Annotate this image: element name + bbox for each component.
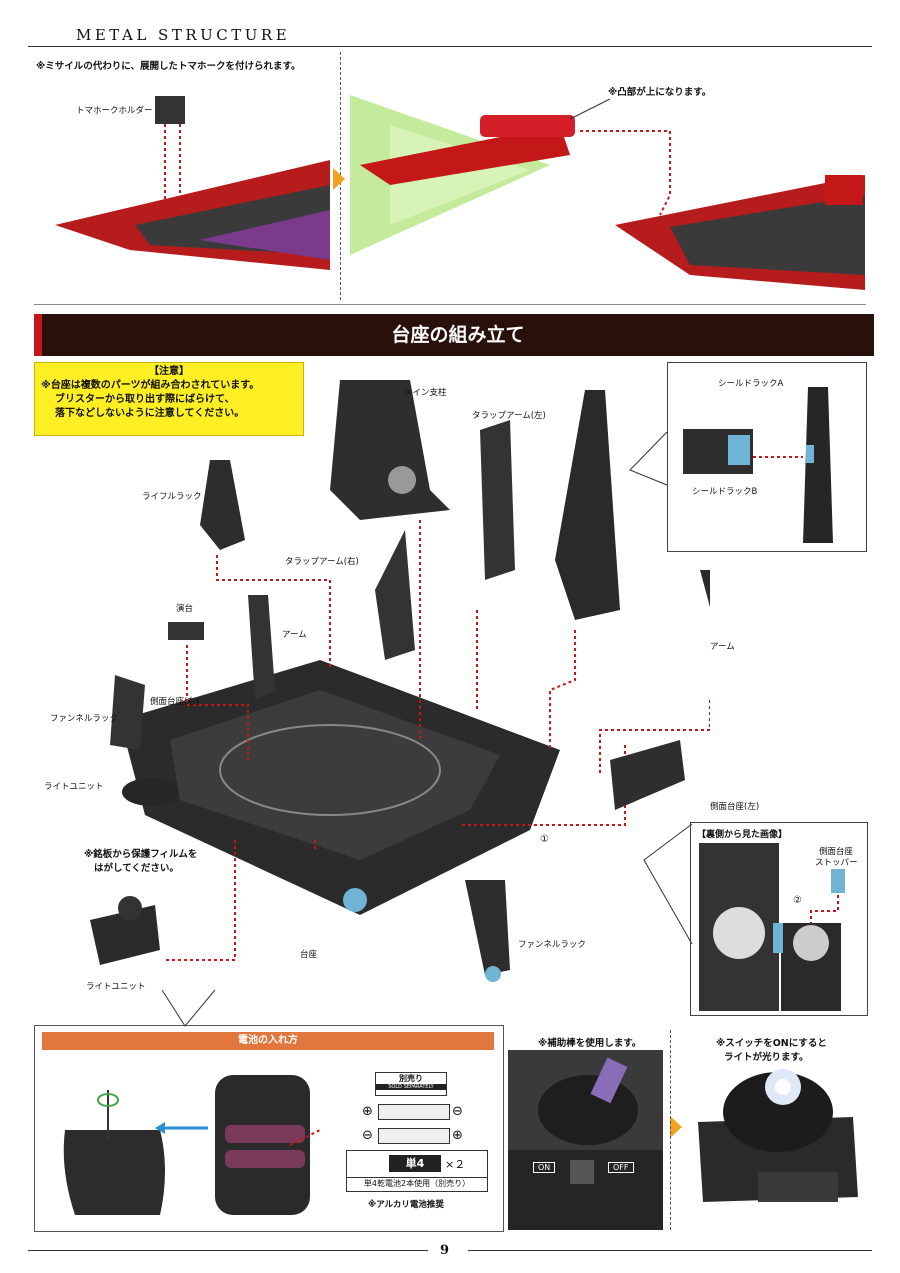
battery-section xyxy=(34,1025,504,1232)
funnel-rack-left-label: ファンネルラック xyxy=(50,714,118,724)
funnel-rack-bottom-shape xyxy=(465,880,510,975)
rifle-rack-label: ライフルラック xyxy=(142,492,202,502)
inset-pointer xyxy=(629,431,668,486)
shield-rack-a-label: シールドラックA xyxy=(718,379,784,389)
trap-arm-right-shape xyxy=(375,530,415,660)
header-rule xyxy=(28,46,872,47)
battery1-plus: ⊕ xyxy=(362,1104,373,1119)
side-base-right-label: 側面台座(右) xyxy=(150,697,200,707)
helper-note: ※補助棒を使用します。 xyxy=(538,1038,642,1049)
step-1-marker: ① xyxy=(540,834,549,845)
back-view-inset: 【裏側から見た画像】 側面台座 ストッパー ② xyxy=(690,822,868,1016)
back-view-title: 【裏側から見た画像】 xyxy=(697,830,788,840)
warning-heading: 【注意】 xyxy=(149,366,189,377)
section-title: 台座の組み立て xyxy=(34,314,874,356)
battery2-minus: ⊖ xyxy=(362,1128,373,1143)
missile-note: ※ミサイルの代わりに、展開したトマホークを付けられます。 xyxy=(36,61,301,72)
arm-small-shape xyxy=(248,595,275,700)
switch-on-label: ON xyxy=(533,1162,556,1173)
light-unit-bottom-shape xyxy=(90,905,160,965)
light-note-line-1: ※スイッチをONにすると xyxy=(716,1038,827,1049)
assembly-diagram xyxy=(90,380,626,982)
light-note-line-2: ライトが光ります。 xyxy=(724,1052,809,1063)
rifle-rack-shape xyxy=(200,460,245,550)
sold-separately-jp: 別売り xyxy=(399,1074,423,1083)
film-note-line-2: はがしてください。 xyxy=(94,863,179,874)
funnel-rack-bottom-label: ファンネルラック xyxy=(518,940,586,950)
switch-divider xyxy=(670,1030,671,1230)
light-unit-top-label: ライトユニット xyxy=(44,782,104,792)
warning-line-3: 落下などしないように注意してください。 xyxy=(55,408,245,419)
podium-label: 演台 xyxy=(176,604,194,614)
arm-label-left: アーム xyxy=(282,630,307,640)
shield-rack-illustration xyxy=(683,387,833,543)
back-view-pointer xyxy=(643,823,693,945)
shield-rack-inset: シールドラックA シールドラックB xyxy=(667,362,867,552)
battery-type: 単4 xyxy=(389,1155,441,1172)
battery-count: ×２ xyxy=(445,1158,466,1171)
battery1-minus: ⊖ xyxy=(452,1104,463,1119)
missile-photo-left xyxy=(55,96,330,270)
page-number: 9 xyxy=(440,1243,450,1258)
brand-title: METAL STRUCTURE xyxy=(76,26,291,44)
battery-usage: 単4乾電池2本使用（別売り） xyxy=(346,1176,488,1192)
warning-line-1: ※台座は複数のパーツが組み合わされています。 xyxy=(41,380,260,391)
step-arrow-icon-2 xyxy=(670,1116,682,1138)
main-pillar-label: メイン支柱 xyxy=(404,388,447,398)
battery-recommend: ※アルカリ電池推奨 xyxy=(368,1200,444,1210)
stopper-label-2: ストッパー xyxy=(815,858,858,868)
side-base-left-label: 側面台座(左) xyxy=(710,802,760,812)
main-pillar-shape xyxy=(330,380,450,520)
step-2-marker: ② xyxy=(793,895,802,906)
shield-rack-b-label: シールドラックB xyxy=(692,487,758,497)
switch-off-label: OFF xyxy=(608,1162,634,1173)
warning-line-2: ブリスターから取り出す際にばらけて、 xyxy=(55,394,235,405)
battery2-plus: ⊕ xyxy=(452,1128,463,1143)
battery-type-box: 単4 ×２ xyxy=(346,1150,488,1178)
battery-cell-2 xyxy=(378,1128,450,1144)
sold-separately-tag: 別売り SOLD SEPARATELY xyxy=(375,1072,447,1096)
side-base-left-diagram xyxy=(599,570,710,810)
stopper-label-1: 側面台座 xyxy=(819,847,854,857)
tomahawk-photo xyxy=(350,95,575,255)
light-unit-bottom-label: ライトユニット xyxy=(86,982,146,992)
tomahawk-holder-label: トマホークホルダー xyxy=(76,106,153,116)
footer-rule-left xyxy=(28,1250,428,1251)
trap-arm-right-label: タラップアーム(右) xyxy=(285,557,359,567)
sold-separately-en: SOLD SEPARATELY xyxy=(376,1084,446,1090)
battery-illustration xyxy=(63,1075,320,1215)
switch-photo: ON OFF xyxy=(508,1050,663,1230)
light-on-photo xyxy=(698,1069,858,1202)
battery-cell-1 xyxy=(378,1104,450,1120)
tall-pillar-shape xyxy=(555,390,620,620)
battery-header: 電池の入れ方 xyxy=(42,1032,494,1050)
arm-label-right: アーム xyxy=(710,642,735,652)
step-arrow-icon xyxy=(333,168,345,190)
footer-rule-right xyxy=(468,1250,872,1251)
back-view-illustration xyxy=(699,843,845,1011)
convex-callout-line xyxy=(569,98,671,216)
base-label: 台座 xyxy=(300,950,318,960)
battery-section-pointer xyxy=(161,989,216,1027)
convex-note: ※凸部が上になります。 xyxy=(608,87,712,98)
section-rule xyxy=(34,304,866,305)
trap-arm-left-label: タラップアーム(左) xyxy=(472,411,546,421)
warning-box: 【注意】 ※台座は複数のパーツが組み合わされています。 ブリスターから取り出す際… xyxy=(34,362,304,436)
film-note-line-1: ※銘板から保護フィルムを xyxy=(84,849,198,860)
switch-illustration xyxy=(508,1057,663,1230)
missile-photo-right xyxy=(615,175,865,290)
trap-arm-left-shape xyxy=(480,420,515,580)
